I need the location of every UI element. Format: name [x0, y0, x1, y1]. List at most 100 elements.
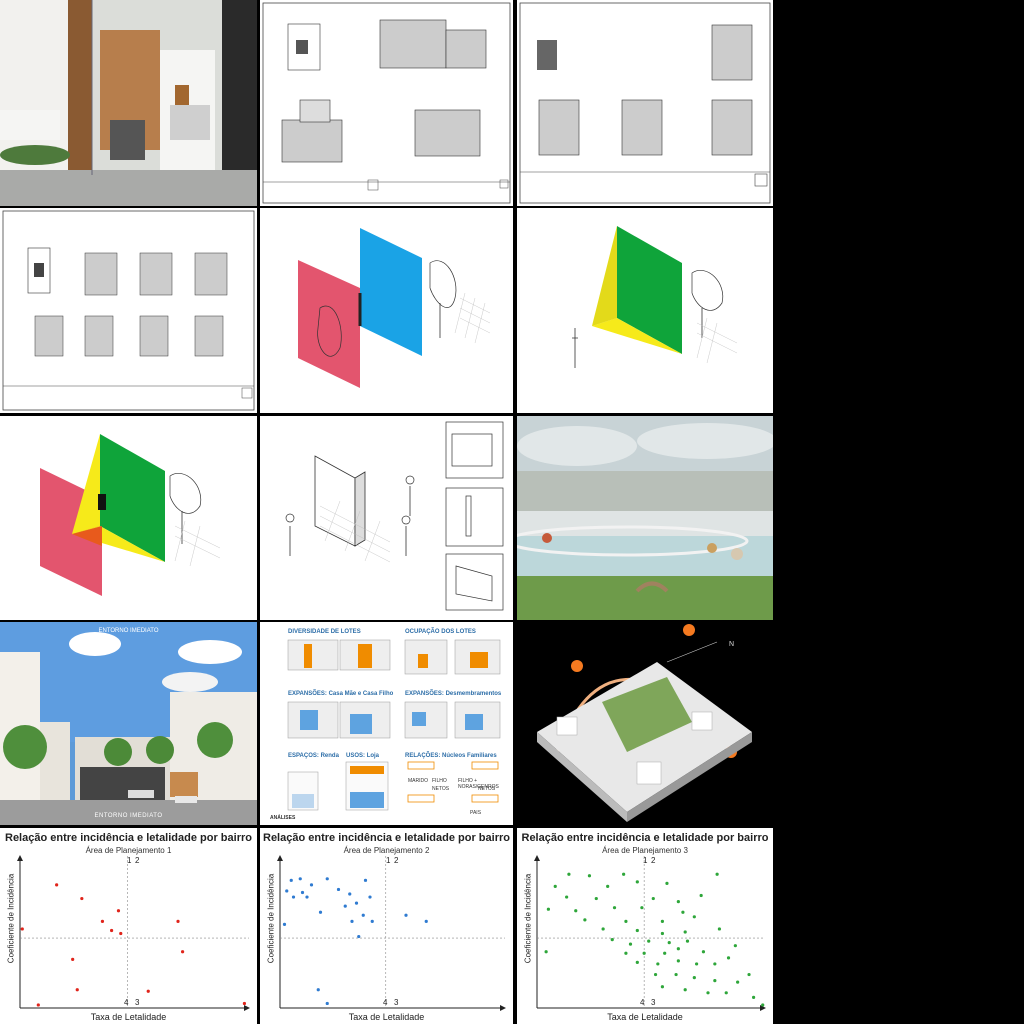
- scatter-point: [752, 995, 756, 999]
- x-axis-label: Taxa de Letalidade: [607, 1012, 683, 1022]
- analysis-board-drawings: [287, 639, 501, 811]
- scatter-point: [667, 941, 671, 945]
- scatter-point: [354, 901, 359, 905]
- scatter-point: [594, 896, 598, 901]
- section-title-3: EXPANSÕES: Casa Mãe e Casa Filho: [288, 691, 394, 697]
- section-title-6: USOS: Loja: [346, 753, 380, 759]
- scatter-point: [363, 878, 368, 882]
- scatter-point: [622, 872, 626, 876]
- quadrant-label-4: 4: [640, 998, 645, 1007]
- y-axis-arrow: [534, 855, 540, 861]
- scatter-point: [75, 988, 79, 992]
- y-axis-arrow: [277, 855, 283, 861]
- chart-ap1: Relação entre incidência e letalidade po…: [0, 828, 257, 1024]
- scatter-point: [298, 877, 302, 881]
- family-label-filho: FILHO: [432, 778, 447, 784]
- quadrant-label-4: 4: [383, 998, 388, 1007]
- scatter-point: [404, 913, 408, 917]
- tile-analysis-board: DIVERSIDADE DE LOTES OCUPAÇÃO DOS LOTES …: [260, 622, 513, 825]
- family-label-filho-noras: FILHO + NORAS/GENROS: [458, 778, 499, 790]
- y-axis-label: Coeficiente de Incidência: [6, 873, 16, 964]
- y-axis-label: Coeficiente de Incidência: [523, 873, 533, 964]
- scatter-point: [116, 909, 121, 913]
- x-axis-label: Taxa de Letalidade: [348, 1012, 425, 1022]
- scatter-point: [318, 910, 323, 914]
- scatter-point: [300, 890, 305, 895]
- tile-wall-scale-diagram: [260, 416, 513, 620]
- scatter-point: [343, 904, 347, 908]
- red-blue-planes-diagram: [298, 228, 491, 388]
- chart-subtitle: Área de Planejamento 1: [85, 846, 172, 855]
- scatter-point: [368, 895, 372, 899]
- scatter-point: [119, 931, 123, 936]
- scatter-point: [733, 944, 737, 948]
- scatter-point: [348, 892, 352, 896]
- scatter-point: [706, 991, 710, 995]
- x-axis-arrow: [500, 1005, 506, 1011]
- scatter-point: [681, 910, 685, 914]
- x-axis-label: Taxa de Letalidade: [90, 1012, 167, 1022]
- scatter-point: [567, 872, 571, 876]
- scatter-point: [583, 918, 587, 922]
- chart-ap3: Relação entre incidência e letalidade po…: [517, 828, 773, 1024]
- scatter-point: [357, 934, 361, 939]
- scatter-point: [325, 1001, 329, 1006]
- svg-text:N: N: [729, 641, 734, 648]
- scatter-point: [676, 959, 680, 963]
- green-yellow-planes-diagram: [572, 226, 738, 368]
- tile-plan-sheet-1: [260, 0, 513, 206]
- scatter-point: [350, 919, 354, 923]
- scatter-point: [370, 919, 374, 923]
- scatter-point: [628, 942, 633, 946]
- scatter-point: [610, 938, 614, 942]
- scatter-point: [724, 991, 728, 995]
- scatter-point: [660, 985, 664, 989]
- scatter-point: [176, 919, 180, 923]
- family-label-netos-1: NETOS: [432, 786, 450, 792]
- scatter-point: [660, 919, 664, 923]
- scatter-point: [325, 877, 329, 881]
- scatter-point: [587, 874, 592, 878]
- scatter-point: [146, 989, 150, 993]
- scatter-point: [282, 922, 287, 926]
- tile-plane-diagram-combined: [0, 416, 257, 620]
- chart-ap2: Relação entre incidência e letalidade po…: [260, 828, 513, 1024]
- scatter-point: [685, 939, 690, 943]
- section-title-1: DIVERSIDADE DE LOTES: [288, 629, 361, 635]
- scatter-point: [674, 972, 678, 977]
- scatter-point: [663, 951, 667, 955]
- scatter-point: [110, 928, 114, 933]
- scatter-plot-ap2: [277, 855, 506, 1011]
- family-label-pais: PAIS: [470, 810, 482, 816]
- scatter-point: [635, 960, 639, 964]
- family-label-marido: MARIDO: [408, 778, 428, 784]
- tile-street-render: ENTORNO IMEDIATO ENTORNO IMEDIATO: [0, 622, 257, 825]
- scatter-point: [336, 887, 341, 892]
- section-title-4: EXPANSÕES: Desmembramentos: [405, 691, 502, 697]
- tile-plan-sheet-3: [0, 208, 257, 413]
- board-footer: ANÁLISES: [270, 815, 296, 821]
- scatter-point: [544, 950, 548, 954]
- scatter-point: [305, 895, 309, 899]
- scatter-point: [699, 893, 703, 898]
- plan-sheet-1-drawing: [262, 2, 511, 204]
- scatter-point: [676, 900, 680, 904]
- scatter-point: [692, 915, 696, 919]
- scatter-point: [676, 947, 680, 951]
- quadrant-label-3: 3: [135, 998, 140, 1007]
- scatter-point: [761, 1003, 765, 1007]
- scatter-point: [701, 950, 706, 954]
- scatter-point: [635, 880, 639, 884]
- scatter-point: [424, 919, 428, 923]
- render-top-label: ENTORNO IMEDIATO: [98, 628, 159, 634]
- scatter-point: [624, 951, 628, 955]
- scatter-point: [647, 939, 651, 943]
- quadrant-label-1: 1: [127, 856, 132, 865]
- scatter-point: [736, 980, 740, 984]
- tile-plane-diagram-red-blue: [260, 208, 513, 413]
- scatter-point: [565, 895, 569, 899]
- chart-title: Relação entre incidência e letalidade po…: [5, 832, 252, 844]
- scatter-point: [601, 927, 605, 931]
- scatter-point: [55, 883, 59, 887]
- quadrant-label-3: 3: [651, 998, 656, 1007]
